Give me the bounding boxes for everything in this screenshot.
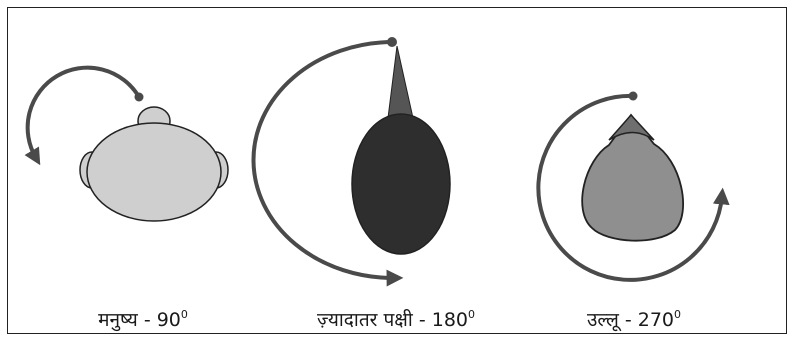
human-head <box>87 123 221 221</box>
birds-caption-degree: 0 <box>468 308 475 321</box>
owl-caption: उल्लू - 2700 <box>587 309 681 330</box>
bird-body <box>352 114 450 254</box>
owl-arc-start-dot <box>629 92 638 101</box>
owl-caption-degree: 0 <box>674 308 681 321</box>
human-diagram <box>28 68 228 221</box>
bird-arc-start-dot <box>387 37 397 47</box>
owl-caption-text: उल्लू - 270 <box>587 309 674 331</box>
human-caption: मनुष्य - 900 <box>98 309 188 330</box>
bird-diagram <box>253 37 450 278</box>
human-arc-start-dot <box>135 93 144 102</box>
birds-caption: ज़्यादातर पक्षी - 1800 <box>317 309 475 330</box>
bird-beak <box>388 46 413 118</box>
birds-caption-text: ज़्यादातर पक्षी - 180 <box>317 309 468 331</box>
owl-body <box>582 115 683 241</box>
human-caption-text: मनुष्य - 90 <box>98 309 181 331</box>
owl-diagram <box>538 92 722 280</box>
human-caption-degree: 0 <box>181 308 188 321</box>
